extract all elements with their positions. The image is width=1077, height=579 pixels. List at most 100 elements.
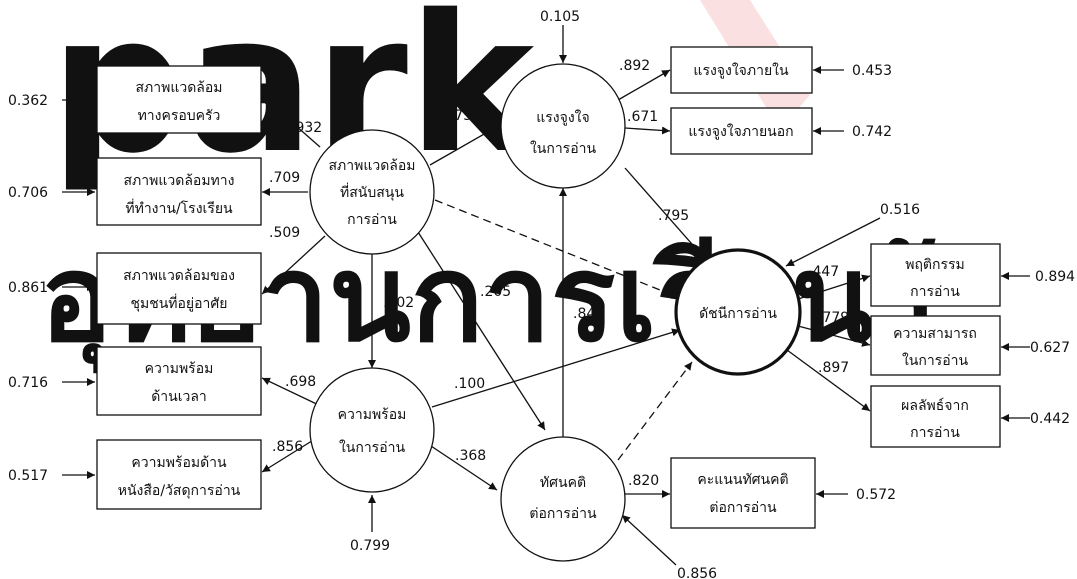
label-att-1: ทัศนคติ <box>540 475 586 491</box>
box-ready-book <box>96 439 262 510</box>
path-mot-in <box>617 69 671 101</box>
err-ability: 0.627 <box>1030 340 1070 356</box>
path-index-ability <box>797 325 871 347</box>
box-labels: สภาพแวดล้อม ทางครอบครัว สภาพแวดล้อมทาง ท… <box>118 62 977 516</box>
label-ability-1: ความสามารถ <box>893 326 977 342</box>
coef-ready-index: .100 <box>454 376 485 392</box>
err-env-family: 0.362 <box>8 93 48 109</box>
err-ready-book: 0.517 <box>8 468 48 484</box>
coef-att-mot: .845 <box>573 306 604 322</box>
err-behav: 0.894 <box>1035 269 1075 285</box>
label-ready-book-1: ความพร้อมด้าน <box>131 455 227 471</box>
arrows <box>62 25 1030 566</box>
coef-env-comm: .509 <box>269 225 300 241</box>
err-ready-time: 0.716 <box>8 375 48 391</box>
path-mot-out <box>624 126 671 135</box>
label-index: ดัชนีการอ่าน <box>699 306 777 322</box>
err-att-score: 0.572 <box>856 487 896 503</box>
label-ready-time-1: ความพร้อม <box>145 361 214 377</box>
circle-att <box>500 436 626 562</box>
box-behav <box>870 243 1001 307</box>
box-mot-in <box>670 46 813 94</box>
path-env-comm <box>261 235 326 295</box>
path-index-behav <box>794 274 871 301</box>
circle-mot <box>500 63 626 189</box>
path-env-att <box>417 231 546 431</box>
coef-index-outcome: .897 <box>818 360 849 376</box>
label-behav-2: การอ่าน <box>910 284 960 300</box>
coefficients: .932 .709 .509 .275 .602 .205 .698 .856 … <box>269 58 849 489</box>
coef-mot-out: .671 <box>627 109 658 125</box>
path-ready-mot-none <box>431 328 681 408</box>
path-ready-time <box>261 377 326 409</box>
err-mot-in: 0.453 <box>852 63 892 79</box>
label-env-family-1: สภาพแวดล้อม <box>135 80 222 96</box>
label-mot-2: ในการอ่าน <box>530 140 597 157</box>
label-env-1: สภาพแวดล้อม <box>328 158 415 174</box>
box-att-score <box>670 457 816 529</box>
label-ability-2: ในการอ่าน <box>902 352 969 369</box>
err-mot-out: 0.742 <box>852 124 892 140</box>
label-ready-2: ในการอ่าน <box>339 439 406 456</box>
label-mot-1: แรงจูงใจ <box>536 109 589 126</box>
box-mot-out <box>670 107 813 155</box>
err-outcome: 0.442 <box>1030 411 1070 427</box>
coef-ready-book: .856 <box>272 439 303 455</box>
path-env-family <box>261 95 321 148</box>
label-att-score-2: ต่อการอ่าน <box>709 500 777 516</box>
box-env-comm <box>96 252 262 325</box>
label-ready-book-2: หนังสือ/วัสดุการอ่าน <box>118 483 241 499</box>
box-env-work <box>96 157 262 226</box>
err-att: 0.856 <box>677 566 717 579</box>
label-mot-in: แรงจูงใจภายใน <box>693 62 789 79</box>
path-env-index <box>434 199 681 299</box>
label-mot-out: แรงจูงใจภายนอก <box>688 123 793 140</box>
label-env-work-1: สภาพแวดล้อมทาง <box>124 173 235 189</box>
circle-env <box>309 129 435 255</box>
label-att-2: ต่อการอ่าน <box>529 506 597 522</box>
label-env-3: การอ่าน <box>347 212 397 228</box>
error-arrow-att <box>621 514 677 566</box>
error-values: 0.362 0.706 0.861 0.716 0.517 0.453 0.74… <box>8 9 1075 579</box>
error-arrow-index <box>785 217 881 267</box>
coef-ready-time: .698 <box>285 374 316 390</box>
err-env-work: 0.706 <box>8 185 48 201</box>
coef-index-ability: .779 <box>818 310 849 326</box>
latent-circles <box>309 63 802 562</box>
coef-mot-index: .795 <box>658 208 689 224</box>
path-att-index <box>617 361 693 461</box>
box-ability <box>870 315 1001 376</box>
box-ready-time <box>96 346 262 416</box>
label-env-comm-2: ชุมชนที่อยู่อาศัย <box>130 294 227 312</box>
coef-env-ready: .602 <box>383 295 414 311</box>
label-att-score-1: คะแนนทัศนคติ <box>697 472 788 488</box>
err-mot: 0.105 <box>540 9 580 25</box>
label-env-comm-1: สภาพแวดล้อมของ <box>123 268 235 284</box>
err-env-comm: 0.861 <box>8 280 48 296</box>
coef-env-att: .205 <box>480 284 511 300</box>
label-outcome-2: การอ่าน <box>910 425 960 441</box>
observed-boxes <box>96 46 1001 529</box>
label-outcome-1: ผลลัพธ์จาก <box>901 397 969 414</box>
coef-env-mot: .275 <box>441 108 472 124</box>
label-behav-1: พฤติกรรม <box>905 257 965 273</box>
label-env-2: ที่สนับสนุน <box>340 183 404 201</box>
coef-index-behav: .447 <box>808 264 839 280</box>
label-ready-time-2: ด้านเวลา <box>151 389 207 405</box>
path-env-mot <box>429 124 501 166</box>
circle-ready <box>309 367 435 493</box>
circle-labels: สภาพแวดล้อม ที่สนับสนุน การอ่าน ความพร้อ… <box>328 109 777 522</box>
coef-env-family: .932 <box>291 120 322 136</box>
circle-index <box>674 248 802 376</box>
err-index: 0.516 <box>880 202 920 218</box>
label-env-work-2: ที่ทำงาน/โรงเรียน <box>125 199 233 217</box>
err-ready: 0.799 <box>350 538 390 554</box>
coef-att-score: .820 <box>628 473 659 489</box>
coef-ready-att: .368 <box>455 448 486 464</box>
label-env-family-2: ทางครอบครัว <box>138 108 221 124</box>
box-outcome <box>870 385 1001 448</box>
path-mot-index <box>624 167 707 261</box>
coef-mot-in: .892 <box>619 58 650 74</box>
label-ready-1: ความพร้อม <box>338 407 407 423</box>
